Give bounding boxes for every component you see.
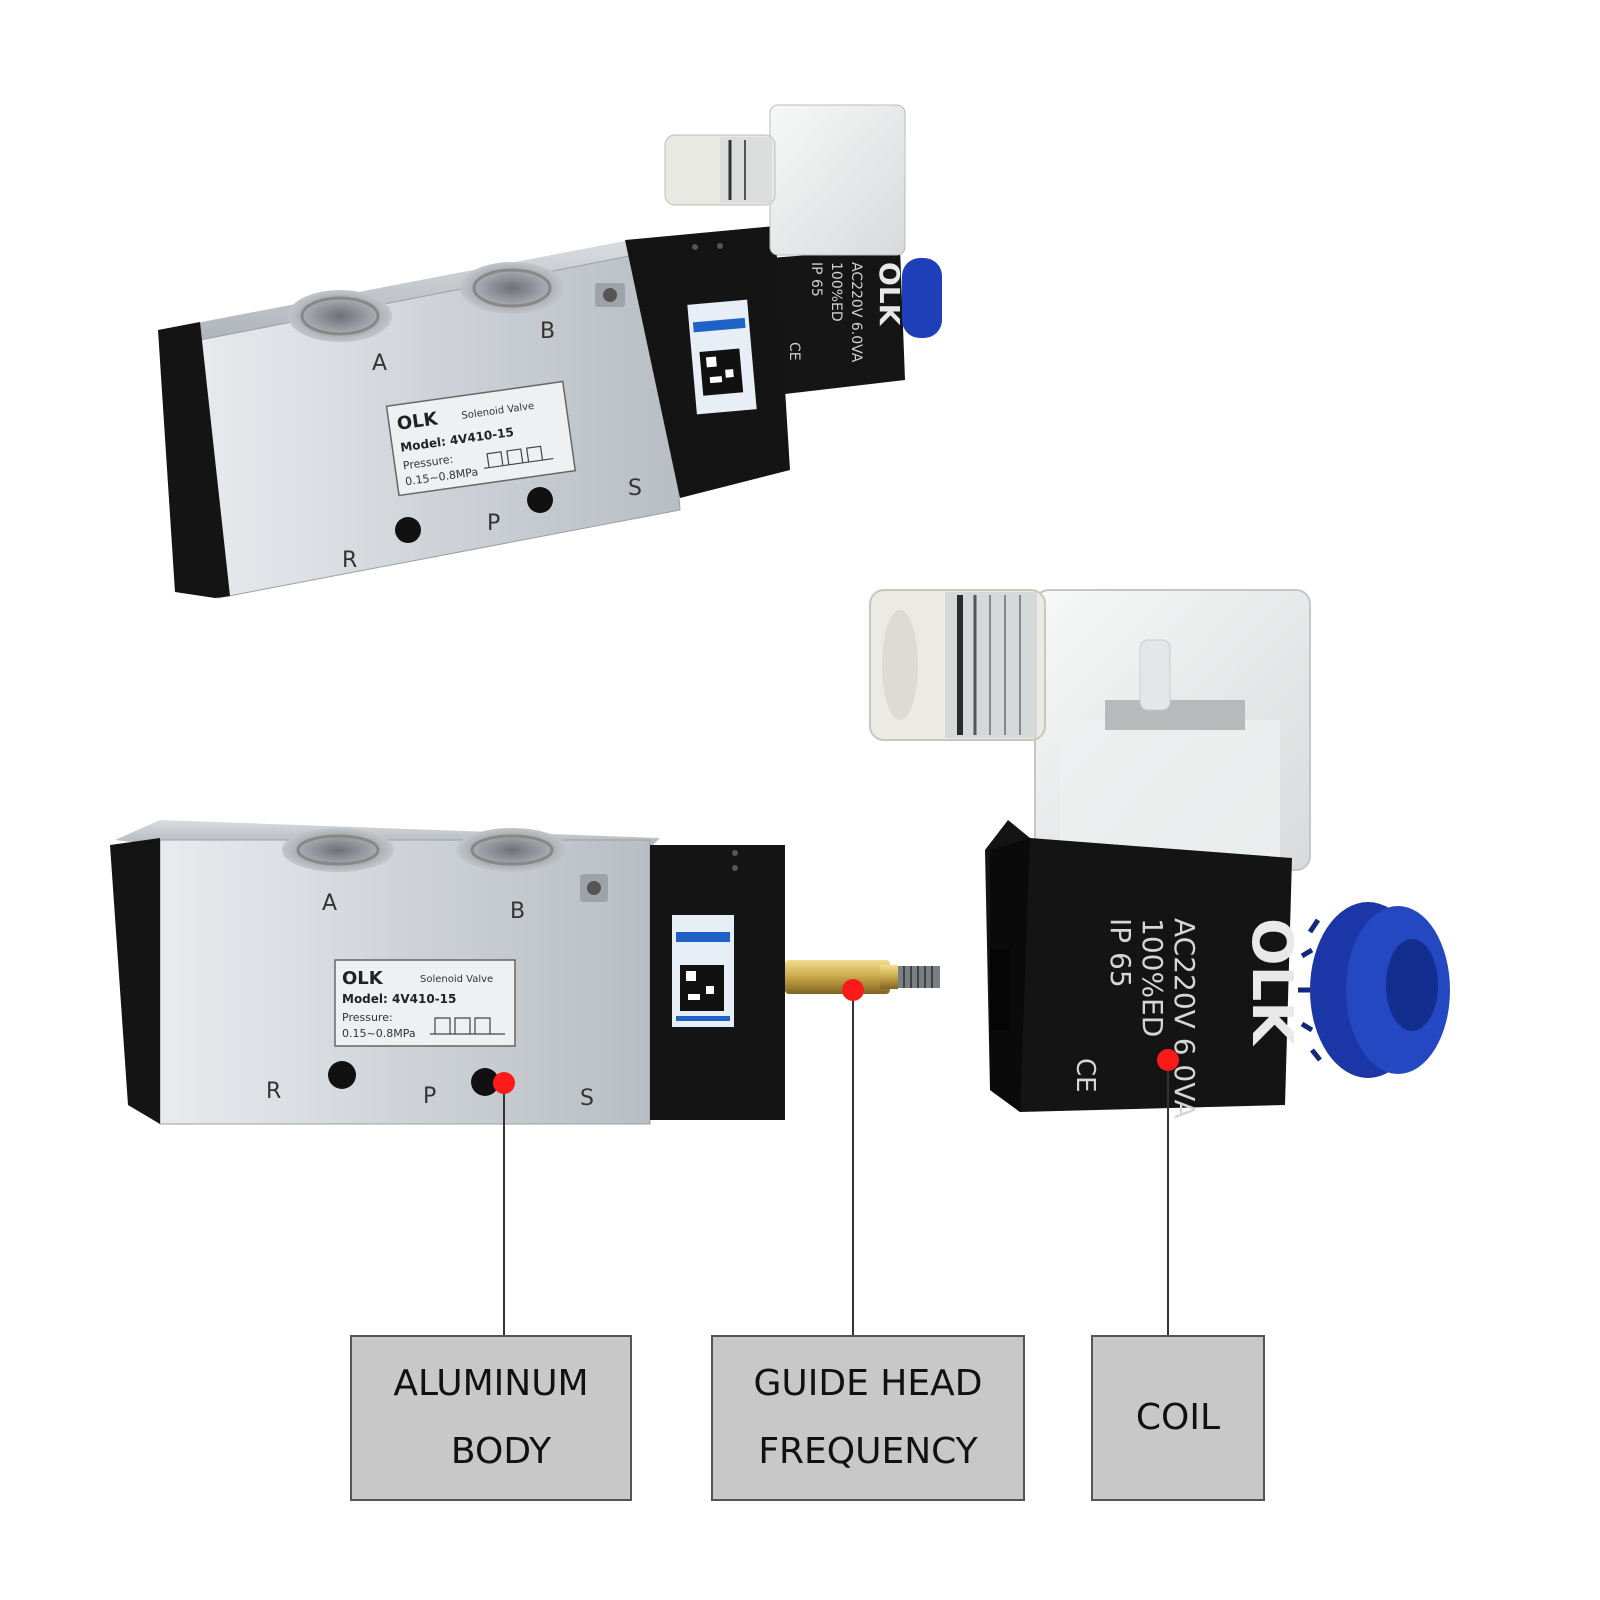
bottom-hole-r [328, 1061, 356, 1089]
top-coil-duty: 100%ED [828, 262, 844, 322]
top-coil-voltage: AC220V 6.0VA [848, 262, 864, 363]
bottom-hole-s [471, 1068, 499, 1096]
label-guide-head-line2: FREQUENCY [758, 1431, 978, 1472]
top-port-b: B [540, 319, 555, 344]
coil-mark: CE [1070, 1058, 1100, 1093]
bottom-nameplate-pressure-value: 0.15~0.8MPa [342, 1027, 416, 1040]
bottom-port-b: B [510, 899, 525, 924]
callout-dot-guide-head [842, 979, 864, 1001]
bottom-valve-end-cap [110, 838, 160, 1124]
top-coil-brand: OLK [873, 262, 906, 327]
label-coil: COIL [1091, 1335, 1265, 1501]
top-port-p: P [487, 511, 500, 536]
label-guide-head-frequency: GUIDE HEAD FREQUENCY [711, 1335, 1025, 1501]
callout-dot-aluminum [493, 1072, 515, 1094]
top-coil-text: OLK AC220V 6.0VA 100%ED IP 65 CE [786, 262, 906, 363]
callout-dot-coil [1157, 1049, 1179, 1071]
top-valve: A B R P S OLK Solenoid Valve Model: 4V41… [158, 104, 942, 599]
bottom-port-p: P [423, 1084, 436, 1109]
top-coil-rating: IP 65 [808, 262, 824, 297]
top-hole-r [395, 517, 421, 543]
bottom-valve: A B R P S OLK Solenoid Valve Model: 4V41… [110, 820, 940, 1125]
top-blue-nut [902, 258, 942, 338]
label-aluminum-body: ALUMINUM BODY [350, 1335, 632, 1501]
bottom-port-r: R [266, 1079, 281, 1104]
bottom-nameplate-type: Solenoid Valve [420, 974, 493, 985]
callout-aluminum [493, 1072, 515, 1337]
top-nameplate-symbol-icon [483, 445, 554, 469]
bottom-nameplate-symbol-icon [430, 1017, 505, 1035]
label-coil-line1: COIL [1135, 1397, 1221, 1438]
label-aluminum-body-line1: ALUMINUM [393, 1363, 589, 1404]
top-coil-housing [770, 248, 905, 394]
bottom-nameplate-pressure-label: Pressure: [342, 1011, 393, 1024]
bottom-nameplate: OLK Solenoid Valve Model: 4V410-15 Press… [334, 959, 516, 1047]
callout-guide-head [842, 979, 864, 1337]
coil-duty: 100%ED [1136, 918, 1169, 1037]
top-hole-s [527, 487, 553, 513]
label-aluminum-body-line2: BODY [450, 1431, 552, 1472]
top-port-a: A [372, 351, 387, 376]
top-nameplate: OLK Solenoid Valve Model: 4V410-15 Press… [385, 380, 577, 497]
detached-coil: OLK AC220V 6.0VA 100%ED IP 65 CE [869, 589, 1311, 1119]
coil-body [985, 820, 1292, 1112]
top-port-r: R [342, 548, 357, 573]
top-coil-mark: CE [786, 342, 802, 361]
coil-rating: IP 65 [1104, 918, 1137, 988]
top-connector-box [769, 104, 906, 256]
top-valve-end-cap [158, 322, 230, 598]
bottom-port-s: S [580, 1086, 594, 1111]
top-port-s: S [628, 476, 642, 501]
label-guide-head-line1: GUIDE HEAD [753, 1363, 983, 1404]
bottom-nameplate-brand: OLK [342, 968, 384, 989]
callout-coil [1157, 1049, 1179, 1337]
coil-brand: OLK [1239, 918, 1304, 1047]
coil-voltage: AC220V 6.0VA [1168, 918, 1201, 1119]
bottom-port-a: A [322, 891, 337, 916]
coil-text: OLK AC220V 6.0VA 100%ED IP 65 CE [1070, 918, 1304, 1119]
bottom-nameplate-model: Model: 4V410-15 [342, 992, 456, 1006]
guide-head-thread [898, 966, 940, 988]
blue-nut [1298, 902, 1450, 1078]
guide-head-tube [785, 960, 890, 994]
